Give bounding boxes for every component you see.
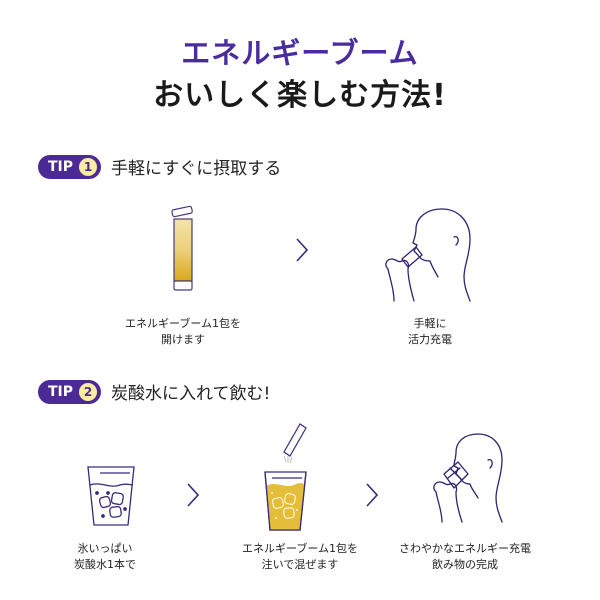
title-brand: エネルギーブーム <box>181 36 419 70</box>
tip-1-title: 手軽にすぐに摂取する <box>111 159 282 179</box>
caption-line: 炭酸水1本で <box>74 558 136 571</box>
tip-1-badge: TIP 1 <box>38 154 102 179</box>
caption-line: 開けます <box>161 333 205 346</box>
chevron-right-icon <box>187 483 199 507</box>
tip-2-header: TIP 2 炭酸水に入れて飲む! <box>38 379 270 404</box>
caption-line: エネルギーブーム1包を <box>124 317 241 330</box>
tip-2-step-3-caption: さわやかなエネルギー充電 飲み物の完成 <box>380 541 550 573</box>
caption-line: 氷いっぱい <box>77 542 133 555</box>
tip-1-step-1-caption: エネルギーブーム1包を 開けます <box>108 316 258 348</box>
tip-2-badge: TIP 2 <box>38 379 102 404</box>
tip-2-title: 炭酸水に入れて飲む! <box>111 384 271 404</box>
person-drinking-stick-icon <box>380 207 480 302</box>
tip-1-number: 1 <box>79 157 98 176</box>
tip-1-step-2-caption: 手軽に 活力充電 <box>360 316 500 348</box>
caption-line: さわやかなエネルギー充電 <box>399 542 531 555</box>
caption-line: 手軽に <box>413 317 447 330</box>
caption-line: 注いで混ぜます <box>261 558 339 571</box>
stick-pack-icon <box>168 205 198 297</box>
tip-2-badge-label: TIP <box>48 383 74 400</box>
pour-stick-into-glass-icon <box>262 422 310 532</box>
chevron-right-icon <box>296 238 308 262</box>
chevron-right-icon <box>366 483 378 507</box>
caption-line: 飲み物の完成 <box>432 558 498 571</box>
tip-1-badge-label: TIP <box>48 158 74 175</box>
person-drinking-glass-icon <box>430 432 512 524</box>
caption-line: 活力充電 <box>408 333 452 346</box>
tip-2-step-1-caption: 氷いっぱい 炭酸水1本で <box>50 541 160 573</box>
title-subtitle: おいしく楽しむ方法! <box>147 70 453 114</box>
caption-line: エネルギーブーム1包を <box>241 542 358 555</box>
tip-2-number: 2 <box>79 382 98 401</box>
tip-2-step-2-caption: エネルギーブーム1包を 注いで混ぜます <box>216 541 384 573</box>
glass-ice-soda-icon <box>86 465 136 527</box>
tip-1-header: TIP 1 手軽にすぐに摂取する <box>38 154 281 179</box>
title-subtitle-wrap: おいしく楽しむ方法! <box>0 70 600 114</box>
